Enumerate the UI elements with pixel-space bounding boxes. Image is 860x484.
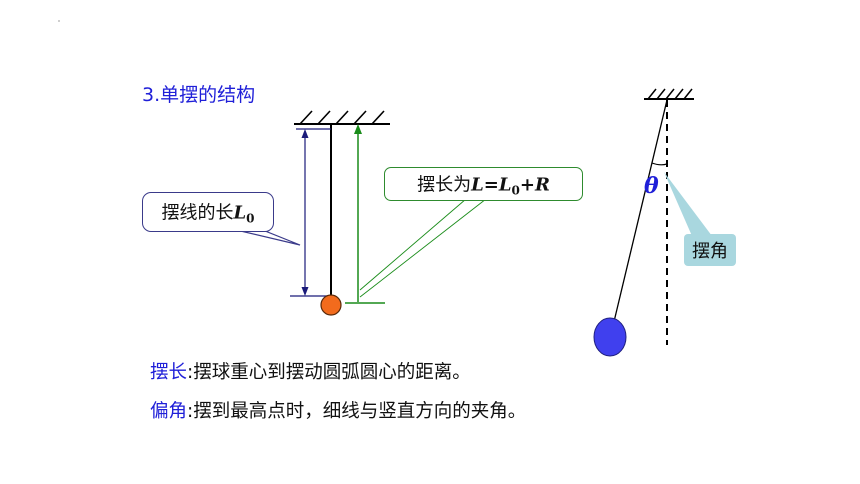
string-length-callout: 摆线的长L0 — [142, 192, 274, 232]
string-length-arrowhead-top — [301, 129, 309, 138]
definition-pendulum-length: 摆长:摆球重心到摆动圆弧圆心的距离。 — [150, 358, 471, 384]
string-length-prefix: 摆线的长 — [161, 202, 234, 224]
pendulum-length-pointer-2 — [359, 198, 487, 298]
angle-symbol: θ — [644, 173, 659, 199]
stray-dot — [58, 20, 60, 22]
definition-text: :摆到最高点时，细线与竖直方向的夹角。 — [187, 401, 527, 422]
angle-callout: 摆角 — [684, 234, 736, 266]
section-title: 3.单摆的结构 — [142, 84, 256, 106]
left-support-hatch — [299, 110, 385, 125]
right-support-hatch — [647, 88, 693, 100]
left-pendulum-bob — [320, 294, 342, 316]
right-pendulum-bob — [593, 317, 627, 357]
definition-text: :摆球重心到摆动圆弧圆心的距离。 — [187, 362, 471, 383]
pendulum-length-callout: 摆长为L=L0+R — [384, 167, 583, 201]
string-length-sub: 0 — [246, 211, 255, 226]
pendulum-length-plus: + — [519, 174, 535, 196]
string-length-arrowhead-bottom — [301, 287, 309, 296]
angle-label: 摆角 — [692, 241, 728, 262]
pendulum-length-var1: L — [471, 174, 484, 196]
right-pendulum-string — [611, 99, 668, 331]
pendulum-length-sub2: 0 — [511, 183, 520, 198]
pendulum-length-var2: L — [498, 174, 512, 196]
pendulum-length-prefix: 摆长为 — [417, 174, 472, 196]
definition-term: 偏角 — [150, 401, 188, 422]
pendulum-length-pointer-1 — [359, 198, 467, 291]
pendulum-length-arrowhead — [354, 124, 362, 134]
definition-deflection-angle: 偏角:摆到最高点时，细线与竖直方向的夹角。 — [150, 397, 526, 423]
pendulum-length-var3: R — [534, 174, 550, 196]
pendulum-length-eq: = — [483, 174, 499, 196]
definition-term: 摆长 — [150, 362, 188, 383]
string-length-var: L — [233, 202, 247, 224]
angle-arc — [651, 162, 668, 166]
angle-callout-pointer — [664, 172, 712, 236]
